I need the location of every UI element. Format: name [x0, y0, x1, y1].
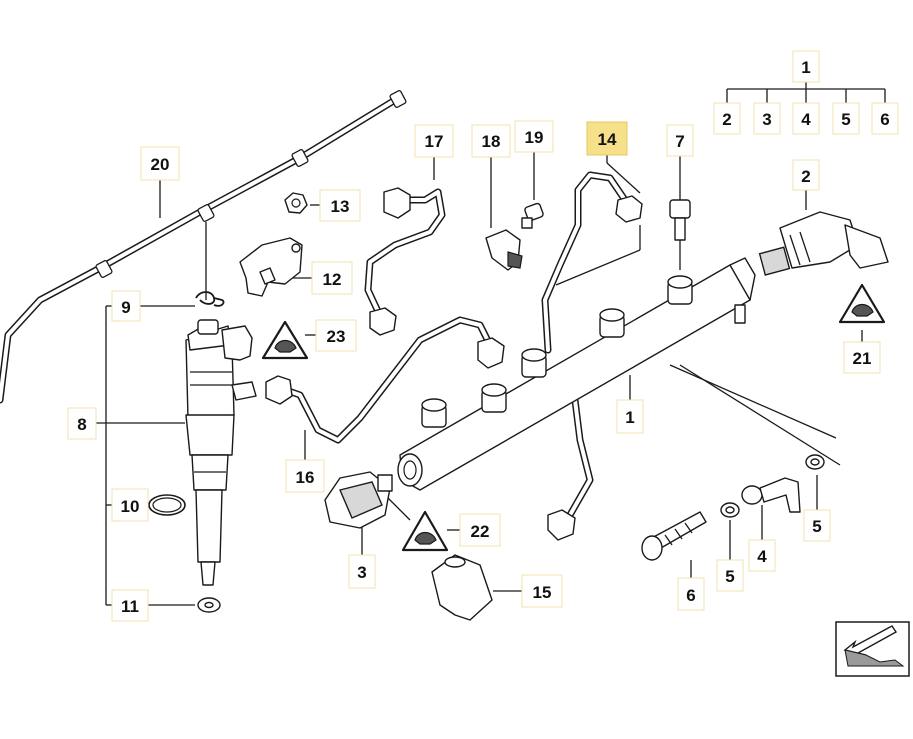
- return-line-part: [0, 90, 407, 404]
- callout-5-top[interactable]: 5: [832, 102, 860, 135]
- pressure-sensor-part: [324, 471, 393, 529]
- svg-text:6: 6: [686, 586, 695, 605]
- svg-text:20: 20: [151, 155, 170, 174]
- svg-text:11: 11: [121, 597, 139, 616]
- callout-12[interactable]: 12: [311, 261, 353, 295]
- callout-18[interactable]: 18: [471, 124, 511, 158]
- sensor-19-part: [521, 202, 544, 229]
- callout-1-top[interactable]: 1: [792, 50, 820, 83]
- callout-20[interactable]: 20: [140, 146, 180, 181]
- callout-4-bottom[interactable]: 4: [748, 539, 776, 572]
- svg-text:3: 3: [762, 110, 771, 129]
- callout-14[interactable]: 14: [586, 121, 628, 156]
- callout-9[interactable]: 9: [111, 290, 141, 322]
- callout-6-top[interactable]: 6: [871, 102, 899, 135]
- callout-6-bottom[interactable]: 6: [677, 577, 705, 611]
- svg-text:4: 4: [801, 110, 811, 129]
- banjo-bolt-6-part: [641, 511, 707, 561]
- callout-7[interactable]: 7: [666, 124, 694, 157]
- svg-text:22: 22: [471, 522, 490, 541]
- svg-text:5: 5: [841, 110, 850, 129]
- pressure-valve-part: [758, 211, 889, 276]
- svg-text:13: 13: [331, 197, 350, 216]
- svg-text:2: 2: [722, 110, 731, 129]
- svg-text:16: 16: [296, 468, 315, 487]
- callout-1-rail[interactable]: 1: [616, 399, 644, 434]
- fuel-rail-part: [397, 257, 756, 491]
- callout-3-top[interactable]: 3: [753, 102, 781, 135]
- svg-text:18: 18: [482, 132, 501, 151]
- svg-text:5: 5: [725, 567, 734, 586]
- callout-10[interactable]: 10: [111, 488, 149, 522]
- pipe-14-part: [541, 171, 643, 541]
- callout-13[interactable]: 13: [319, 189, 361, 222]
- svg-text:19: 19: [525, 128, 544, 147]
- callout-19[interactable]: 19: [514, 120, 554, 153]
- svg-text:8: 8: [77, 415, 86, 434]
- bracket-part: [239, 237, 303, 297]
- svg-text:15: 15: [533, 583, 552, 602]
- callout-15[interactable]: 15: [521, 574, 563, 608]
- svg-text:5: 5: [812, 517, 821, 536]
- svg-text:2: 2: [801, 167, 810, 186]
- cover-15-part: [431, 554, 493, 621]
- svg-text:1: 1: [801, 58, 810, 77]
- svg-text:6: 6: [880, 110, 889, 129]
- callout-21[interactable]: 21: [843, 341, 881, 374]
- callout-23[interactable]: 23: [315, 319, 357, 352]
- svg-text:7: 7: [675, 132, 684, 151]
- svg-text:9: 9: [121, 298, 130, 317]
- washer-part: [197, 597, 221, 613]
- svg-text:4: 4: [757, 547, 767, 566]
- callout-16[interactable]: 16: [285, 459, 325, 493]
- svg-text:3: 3: [357, 563, 366, 582]
- warning-triangle-icon: [401, 510, 449, 552]
- banjo-fitting-4-part: [741, 477, 801, 513]
- next-page-arrow-icon[interactable]: [835, 621, 910, 677]
- svg-text:10: 10: [121, 497, 140, 516]
- callout-boxes: 1 2 3 4 5 6 2 21: [67, 50, 899, 622]
- pipe-17-part: [364, 187, 446, 336]
- nut-part: [284, 192, 308, 214]
- washer-5b-part: [805, 454, 825, 470]
- callout-3[interactable]: 3: [348, 554, 376, 589]
- callout-5-right[interactable]: 5: [803, 509, 831, 542]
- svg-text:21: 21: [853, 349, 872, 368]
- callout-11[interactable]: 11: [111, 589, 149, 622]
- callout-5-bottom[interactable]: 5: [716, 559, 744, 592]
- callout-2-valve[interactable]: 2: [792, 159, 820, 191]
- callout-22[interactable]: 22: [459, 513, 501, 547]
- svg-text:1: 1: [625, 408, 634, 427]
- warning-triangle-icon: [261, 320, 309, 360]
- leader-lines: [96, 82, 886, 606]
- pipe-16-part: [265, 316, 505, 444]
- callout-8[interactable]: 8: [67, 407, 97, 440]
- injector-part: [185, 319, 257, 586]
- warning-triangle-icon: [838, 283, 886, 324]
- svg-text:12: 12: [323, 270, 342, 289]
- o-ring-part: [148, 494, 186, 516]
- svg-text:14: 14: [598, 130, 617, 149]
- callout-4-top[interactable]: 4: [792, 102, 820, 135]
- callout-17[interactable]: 17: [414, 124, 454, 158]
- clip-part: [195, 291, 225, 307]
- washer-5a-part: [720, 502, 740, 518]
- svg-text:17: 17: [425, 132, 444, 151]
- bolt-7-part: [669, 199, 691, 241]
- clamp-18-part: [485, 229, 523, 271]
- callout-2-top[interactable]: 2: [713, 102, 741, 135]
- svg-text:23: 23: [327, 327, 346, 346]
